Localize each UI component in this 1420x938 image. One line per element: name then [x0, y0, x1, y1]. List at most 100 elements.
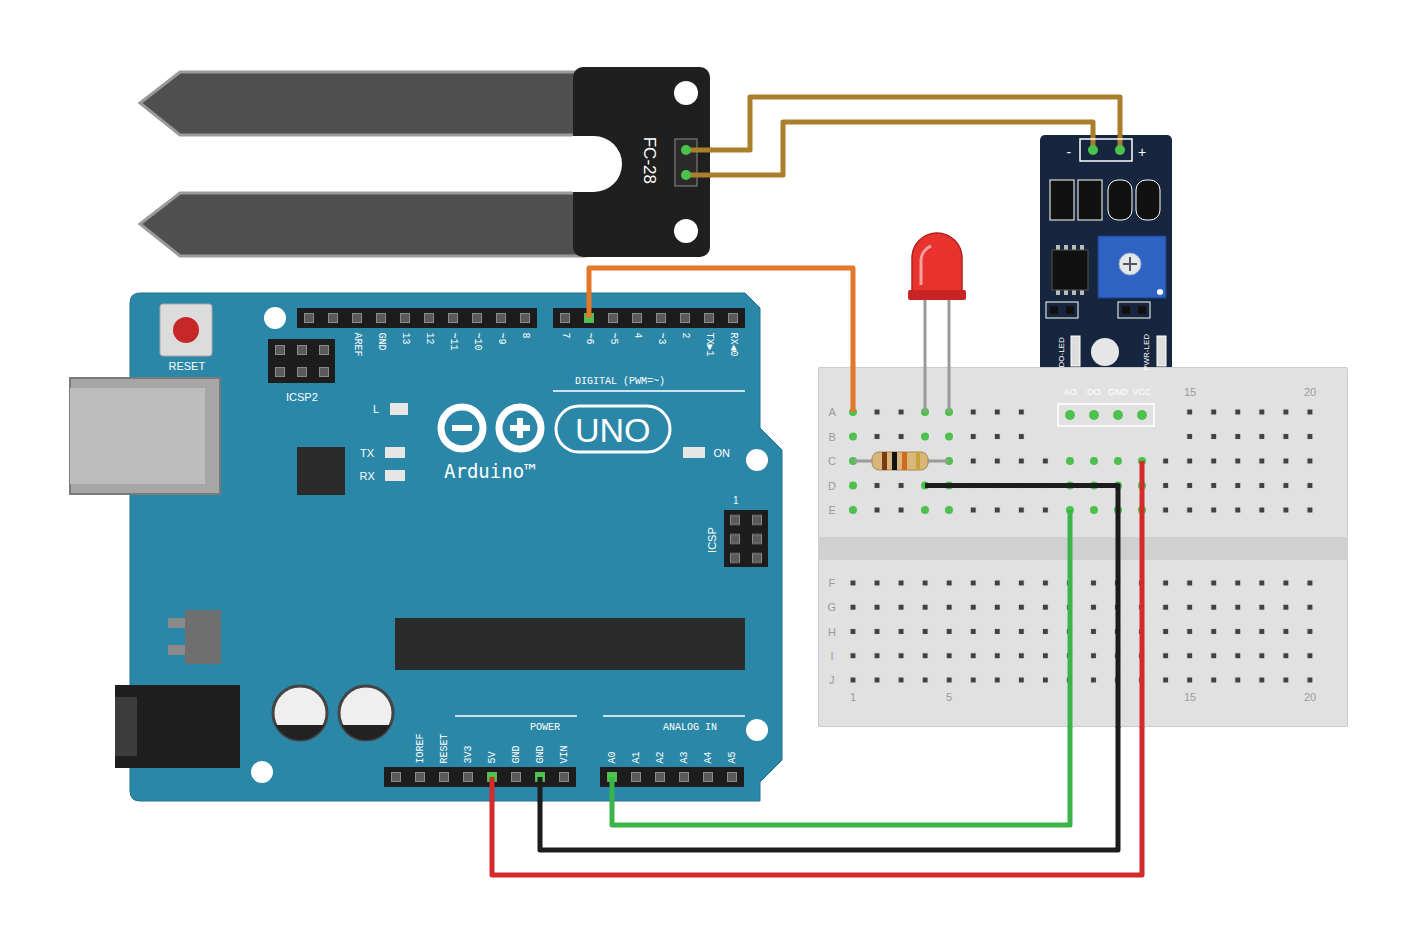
header-pin: [1088, 145, 1098, 155]
pin-header: [297, 308, 537, 328]
ground-jumper: [925, 486, 1118, 729]
breadboard-index: 15: [1184, 386, 1196, 398]
smd-pad: [1138, 306, 1146, 314]
probe-prong: [140, 193, 585, 256]
breadboard-index: C: [828, 455, 836, 467]
wire-end: [1068, 510, 1073, 728]
silkscreen-line: [603, 715, 745, 717]
header-pin: [1089, 410, 1099, 420]
potentiometer: [1098, 236, 1166, 298]
wire-end: [490, 777, 495, 802]
voltage-regulator: [168, 618, 185, 628]
breadboard-channel: [818, 537, 1348, 560]
board-label: DIGITAL (PWM=~): [575, 376, 665, 387]
breadboard-index: 15: [1184, 691, 1196, 703]
board-label: 5V: [487, 751, 498, 763]
board-label: ON: [714, 447, 731, 459]
board-label: RESET: [169, 360, 206, 372]
chip-pin: [1072, 245, 1076, 250]
reset-button: [173, 317, 199, 343]
smd-led: [1157, 336, 1166, 366]
potentiometer: [1157, 289, 1163, 295]
breadboard-index: 1: [850, 691, 856, 703]
board-label: ~3: [656, 332, 667, 344]
resistor-band: [892, 452, 897, 470]
header-pin: [1115, 145, 1125, 155]
pin-header: [384, 767, 576, 787]
header-pin: [1137, 410, 1147, 420]
breadboard-index: B: [829, 431, 836, 443]
pin-header: [297, 308, 537, 328]
chip-pin: [1064, 290, 1068, 295]
smd-part: [1078, 180, 1102, 220]
resistor-band: [902, 452, 907, 470]
connected-hole: [945, 506, 953, 514]
breadboard-holes: [1178, 400, 1322, 449]
board-label: RX: [360, 470, 375, 482]
board-label: ~9: [496, 332, 507, 344]
wire-end: [538, 777, 543, 802]
smd-part: [1136, 180, 1160, 220]
connected-hole: [921, 433, 929, 441]
pin-header: [553, 308, 745, 328]
breadboard-index: A: [829, 406, 836, 418]
part-label: FC-28: [639, 136, 658, 183]
board-label: A0: [607, 751, 618, 763]
soil-moisture-probe-outline: [140, 67, 710, 257]
board-outline: [130, 293, 782, 801]
breadboard-index: 5: [946, 691, 952, 703]
pin-label: DO-LED: [1058, 337, 1067, 367]
mounting-hole: [1091, 338, 1119, 366]
board-label: UNO: [575, 412, 651, 449]
pin-label: GND: [1108, 388, 1128, 398]
board-label: 7: [560, 332, 571, 338]
probe-head: [573, 67, 710, 257]
board-label: AREF: [352, 332, 363, 356]
led-leg: [948, 298, 951, 412]
led-indicator: [385, 447, 405, 458]
probe-slot: [566, 136, 622, 192]
led-indicator: [683, 447, 705, 458]
board-label: ~10: [472, 332, 483, 350]
board-label: 13: [400, 332, 411, 344]
usb-chip: [297, 447, 345, 495]
board-label: ~5: [608, 332, 619, 344]
chip-pin: [1064, 245, 1068, 250]
board-label: GND: [511, 745, 522, 763]
pin-header: [600, 767, 744, 787]
pin-label: -: [1067, 145, 1072, 160]
header-pin: [1065, 410, 1075, 420]
pin-label: +: [1138, 145, 1146, 160]
board-label: ~6: [584, 332, 595, 344]
silkscreen-line: [455, 715, 577, 717]
capacitor: [273, 686, 327, 740]
wire-end: [610, 777, 615, 802]
board-label: A2: [655, 751, 666, 763]
chip-pin: [1080, 245, 1084, 250]
smd-pad: [1122, 306, 1130, 314]
led-leg: [924, 298, 927, 412]
connected-hole: [849, 506, 857, 514]
board-label: RX◀0: [728, 332, 739, 356]
board-label: TX▶1: [704, 332, 715, 356]
pin-label: PWR-LED: [1143, 333, 1152, 370]
chip-pin: [1056, 245, 1060, 250]
resistor-symbol: [872, 452, 928, 470]
breadboard-index: D: [828, 480, 836, 492]
mounting-hole: [264, 307, 286, 329]
breadboard-index: J: [829, 674, 835, 686]
breadboard-holes: [841, 400, 1033, 449]
board-label: ~11: [448, 332, 459, 350]
board-label: 12: [424, 332, 435, 344]
pin-header: [553, 308, 745, 328]
header-pin: [1113, 410, 1123, 420]
header-pin: [681, 170, 691, 180]
comparator-chip: [1052, 250, 1088, 290]
icsp-header: [268, 339, 335, 383]
connected-hole: [1114, 457, 1122, 465]
board-label: 8: [520, 332, 531, 338]
smd-part: [1050, 180, 1074, 220]
mounting-hole: [746, 719, 768, 741]
connected-hole: [849, 433, 857, 441]
